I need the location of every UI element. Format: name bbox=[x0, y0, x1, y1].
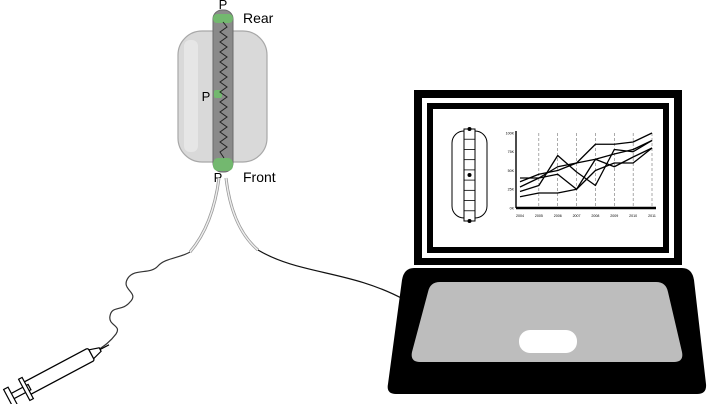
screen-chart: 0K 25K 50K 75K 100K 2004 2005 2006 2007 2008 2009 2… bbox=[506, 131, 656, 218]
label-p-middle: P bbox=[202, 89, 211, 104]
pressure-sensor-rear bbox=[213, 14, 233, 23]
screen-sensor-bottom bbox=[467, 219, 472, 223]
tube-right-inner bbox=[225, 177, 259, 251]
chart-series-line-3 bbox=[519, 147, 653, 190]
tube-left-inner bbox=[189, 177, 220, 253]
chart-series-line-4 bbox=[519, 147, 653, 198]
label-p-bottom: P bbox=[214, 170, 223, 185]
chart-x-tick-label: 2004 bbox=[516, 214, 524, 218]
chart-x-tick-label: 2005 bbox=[535, 214, 543, 218]
chart-series-line-2 bbox=[519, 139, 653, 193]
chart-y-tick-label: 50K bbox=[508, 169, 515, 173]
tube-to-laptop bbox=[257, 249, 406, 301]
syringe-icon bbox=[2, 344, 110, 404]
chart-x-tick-label: 2007 bbox=[573, 214, 581, 218]
label-front: Front bbox=[243, 169, 276, 185]
sensor-wire bbox=[219, 21, 228, 159]
syringe-needle bbox=[99, 344, 110, 351]
chart-series-line-5 bbox=[519, 139, 653, 183]
laptop-icon bbox=[387, 90, 707, 394]
screen-vessel-icon bbox=[451, 127, 488, 223]
chart-x-tick-label: 2006 bbox=[554, 214, 562, 218]
chart-y-tick-label: 0K bbox=[510, 206, 515, 210]
tube-left-outer bbox=[188, 177, 221, 253]
laptop-trackpad bbox=[519, 330, 577, 353]
chart-series-line-1 bbox=[520, 132, 653, 179]
vessel-highlight bbox=[184, 40, 198, 152]
chart-x-tick-label: 2008 bbox=[591, 214, 599, 218]
vessel bbox=[177, 9, 268, 173]
screen-sensor-top bbox=[467, 127, 472, 131]
syringe-tip bbox=[88, 347, 102, 360]
chart-y-tick-label: 100K bbox=[506, 131, 515, 135]
syringe-flange bbox=[17, 376, 35, 402]
chart-y-tick-label: 25K bbox=[508, 188, 515, 192]
laptop-keyboard-area bbox=[411, 282, 683, 362]
tube-right-outer bbox=[224, 177, 259, 252]
screen-sensor-middle bbox=[467, 173, 472, 177]
chart-x-tick-label: 2010 bbox=[629, 214, 637, 218]
pressure-sensor-front bbox=[213, 158, 233, 171]
wavy-tube bbox=[97, 251, 191, 351]
screen-vessel-segments bbox=[464, 138, 475, 212]
chart-y-tick-label: 75K bbox=[508, 150, 515, 154]
syringe-plunger-head bbox=[2, 386, 19, 404]
pressure-rod bbox=[212, 9, 234, 173]
label-rear: Rear bbox=[243, 10, 274, 26]
chart-x-tick-label: 2009 bbox=[610, 214, 618, 218]
catheter-tubes bbox=[97, 177, 406, 351]
label-p-top: P bbox=[219, 0, 228, 12]
syringe-barrel bbox=[22, 348, 95, 396]
chart-x-tick-label: 2011 bbox=[648, 214, 656, 218]
